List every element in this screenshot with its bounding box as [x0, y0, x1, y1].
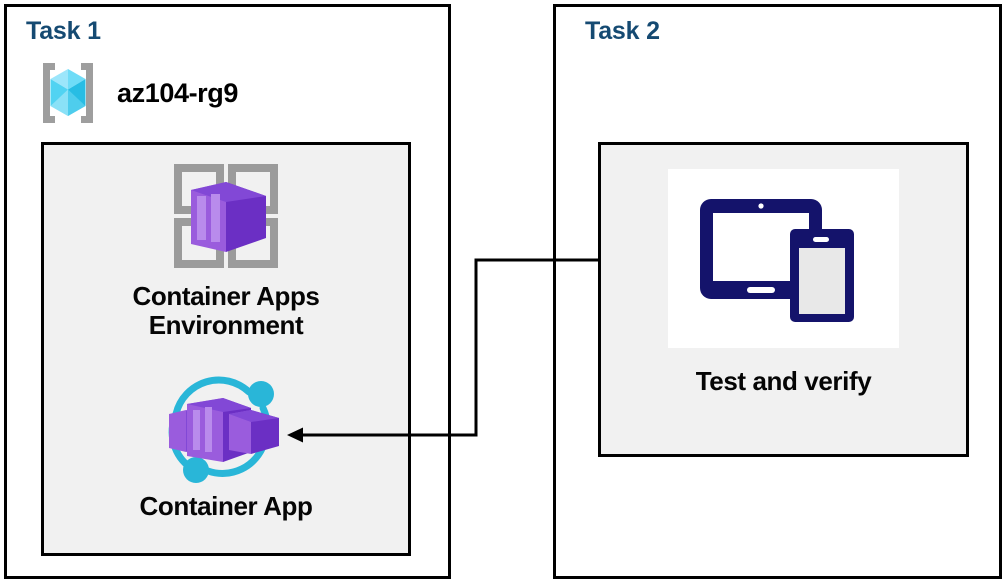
devices-icon: [700, 199, 854, 322]
task-1-heading: Task 1: [26, 17, 101, 45]
container-apps-environment-caption: Container Apps Environment: [132, 281, 320, 341]
test-and-verify-tile: [668, 169, 899, 348]
resource-group-label: az104-rg9: [117, 77, 238, 108]
task-2-heading: Task 2: [585, 17, 660, 45]
resource-group-row: az104-rg9: [33, 58, 238, 128]
container-app-caption: Container App: [139, 491, 313, 521]
container-apps-environment-icon: [174, 164, 278, 268]
container-apps-environment-node: Container Apps Environment: [41, 156, 411, 340]
resource-group-icon: [43, 63, 93, 123]
container-app-icon: [168, 376, 279, 483]
test-and-verify-node: Test and verify: [598, 169, 969, 396]
container-app-dot-top: [248, 381, 274, 407]
test-and-verify-caption: Test and verify: [695, 366, 872, 396]
container-app-node: Container App: [41, 374, 411, 521]
container-app-dot-bottom: [183, 457, 209, 483]
